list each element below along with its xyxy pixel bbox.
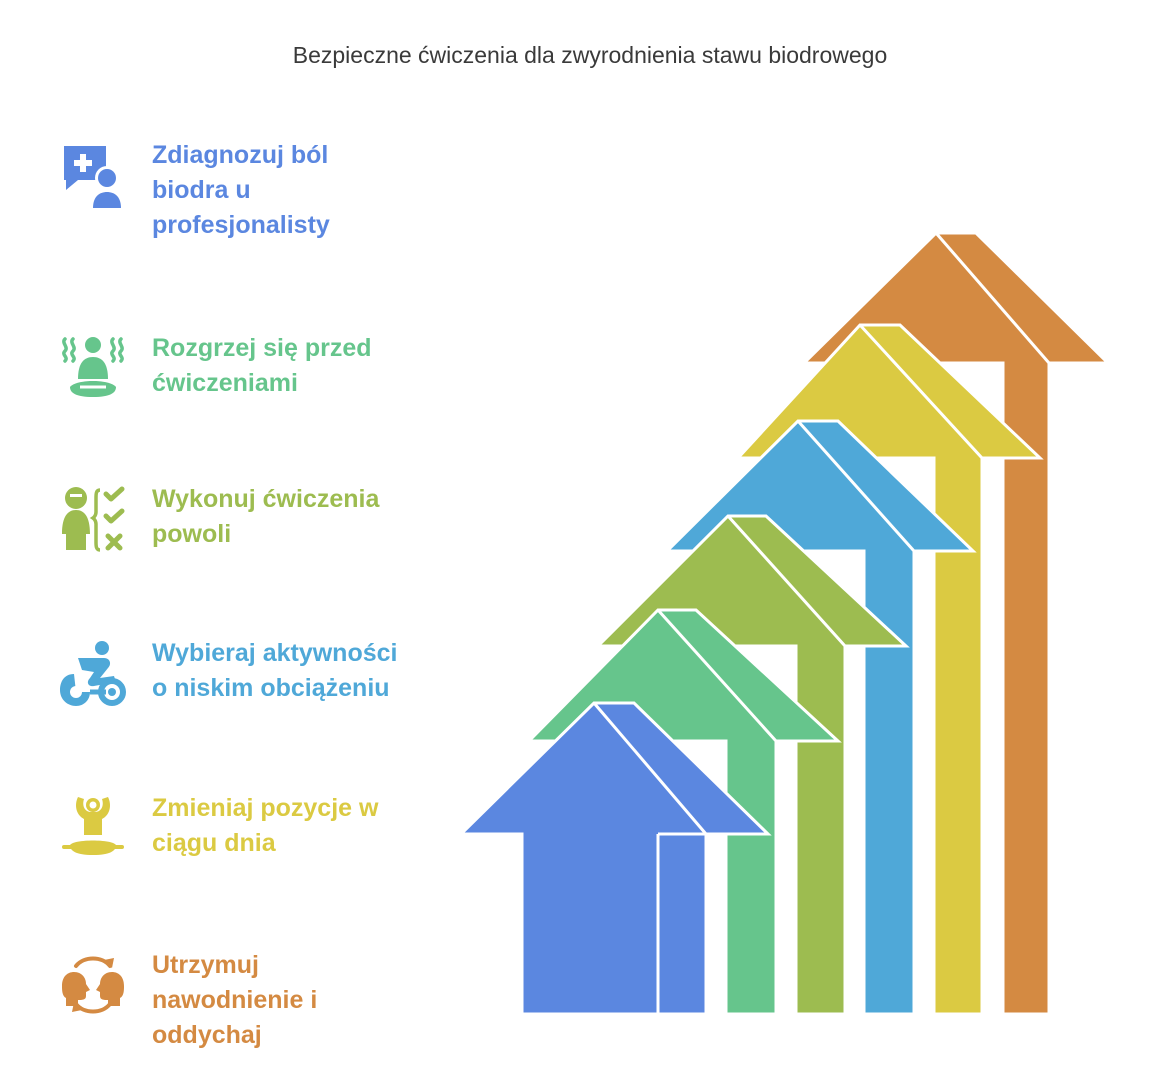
step-6-label-line-1: Utrzymuj [152,951,259,979]
breathing-exchange-icon [60,952,126,1018]
step-6-label-line-2: nawodnienie i [152,986,318,1014]
step-2-item: Rozgrzej się przed ćwiczeniami [60,334,372,401]
medical-consultation-icon [60,142,126,208]
step-5-label-line-2: ciągu dnia [152,829,276,857]
person-checklist-icon [60,486,126,552]
step-4-label-line-1: Wybieraj aktywności [152,639,398,667]
step-3-label-line-1: Wykonuj ćwiczenia [152,485,380,513]
warm-up-person-icon [60,335,126,401]
step-6-label-line-3: oddychaj [152,1021,262,1049]
step-1-label-line-1: Zdiagnozuj ból [152,141,329,169]
arrow-5 [734,323,1044,1016]
step-1-item: Zdiagnozuj ból biodra u profesjonalisty [60,141,330,243]
step-6-item: Utrzymuj nawodnienie i oddychaj [60,951,318,1053]
step-5-label-line-1: Zmieniaj pozycje w [152,794,379,822]
step-2-label-line-2: ćwiczeniami [152,369,298,397]
step-2-label-line-1: Rozgrzej się przed [152,334,372,362]
cycling-person-icon [60,640,126,706]
step-5-item: Zmieniaj pozycje w ciągu dnia [60,794,378,861]
step-3-label-line-2: powoli [152,520,232,548]
step-4-item: Wybieraj aktywności o niskim obciążeniu [60,639,397,706]
step-1-label-line-2: biodra u [152,176,251,204]
arrow-6 [800,231,1112,1016]
arrow-1 [457,701,772,1016]
page-title: Bezpieczne ćwiczenia dla zwyrodnienia st… [292,42,888,68]
stretching-person-icon [60,795,126,861]
step-1-label-line-3: profesjonalisty [152,211,330,239]
arrow-4 [663,419,977,1016]
step-4-label-line-2: o niskim obciążeniu [152,674,390,702]
step-3-item: Wykonuj ćwiczenia powoli [60,485,379,552]
